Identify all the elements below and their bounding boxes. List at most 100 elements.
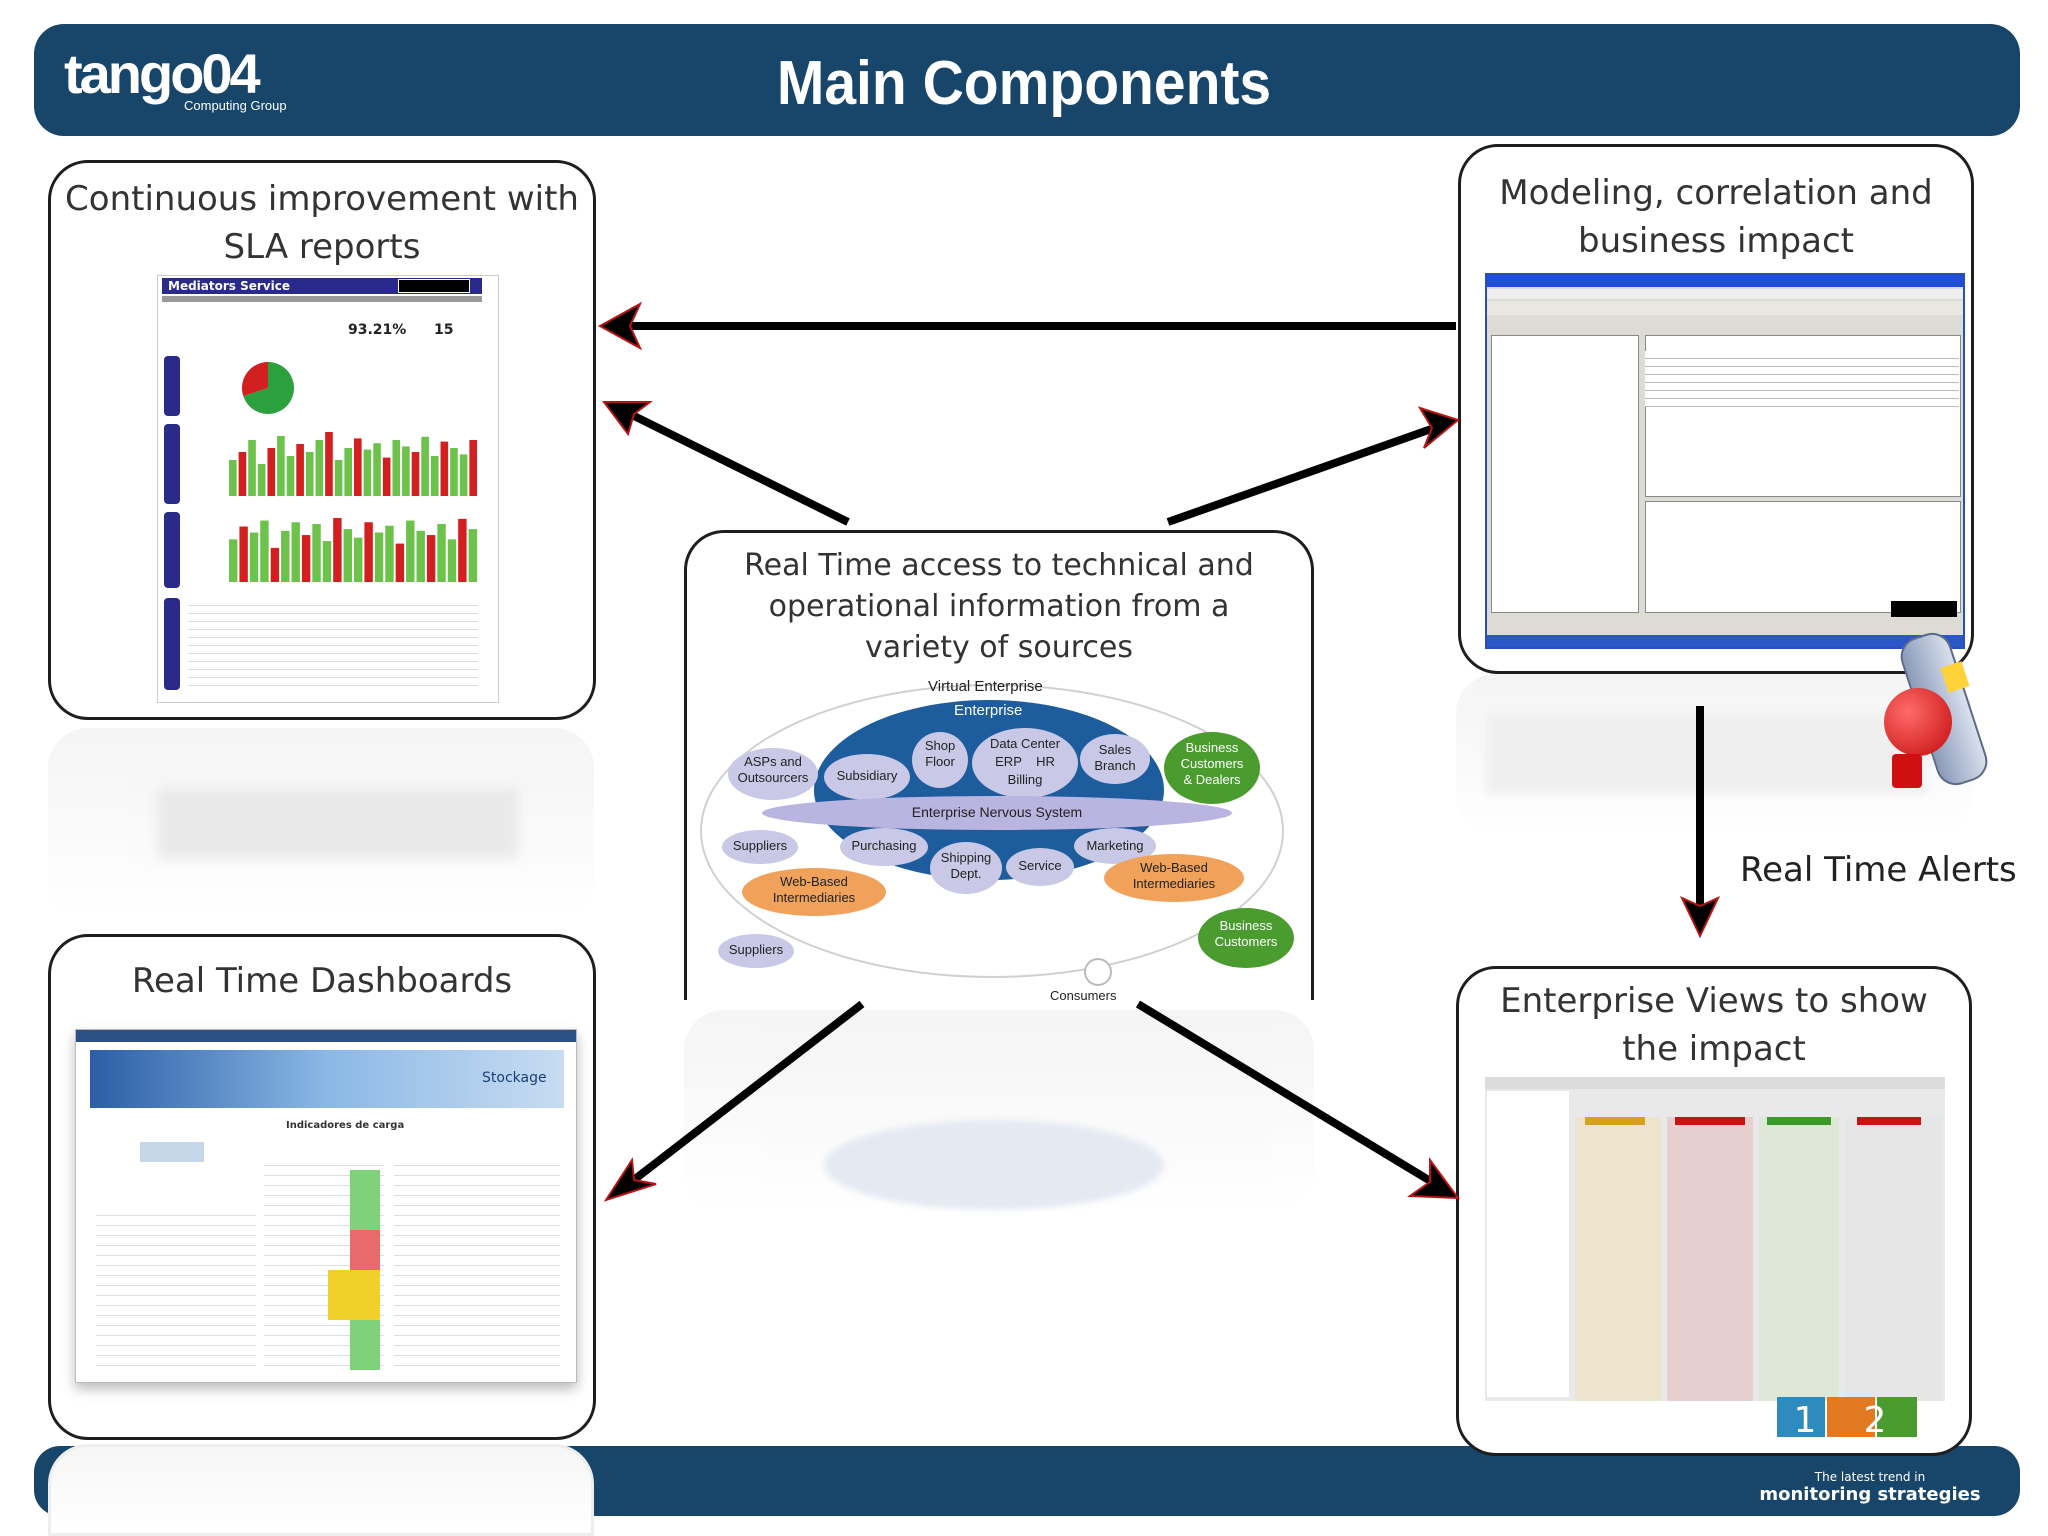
logo-subtitle: Computing Group bbox=[184, 98, 287, 113]
dashboard-reflection bbox=[48, 1444, 594, 1536]
arrowhead-dashboards bbox=[603, 1157, 657, 1202]
marketing-label: Marketing bbox=[1086, 838, 1144, 853]
bar bbox=[430, 456, 439, 496]
bar bbox=[469, 440, 477, 496]
modeling-reflection bbox=[1456, 674, 1972, 834]
web-based-left-label-2: Intermediaries bbox=[772, 890, 856, 905]
asps-label-2: Outsourcers bbox=[737, 770, 809, 785]
bar bbox=[249, 532, 259, 582]
arrowhead-sla-mid bbox=[602, 401, 653, 437]
bar bbox=[373, 443, 381, 496]
dashboards-panel: Real Time Dashboards Stockage Indicadore… bbox=[48, 934, 596, 1440]
subsidiary-label: Subsidiary bbox=[836, 768, 898, 783]
bar bbox=[343, 529, 352, 582]
consumers-label: Consumers bbox=[1050, 988, 1117, 1003]
sla-reports-panel: Continuous improvement with SLA reports … bbox=[48, 160, 596, 720]
alarm-bell-phone-icon bbox=[1884, 627, 1994, 812]
bar bbox=[354, 438, 362, 496]
service-label: Service bbox=[1018, 858, 1062, 873]
data-center-label-1: Data Center bbox=[989, 736, 1061, 751]
bar bbox=[426, 535, 436, 582]
bar bbox=[277, 436, 285, 496]
bar bbox=[385, 525, 394, 582]
sales-branch-label-1: Sales bbox=[1098, 742, 1132, 757]
virtual-enterprise-ellipse bbox=[700, 684, 1284, 978]
sla-panel-title-line2: SLA reports bbox=[223, 227, 421, 267]
sla-report-screenshot: Mediators Service 93.21% 15 bbox=[157, 275, 499, 703]
bar bbox=[364, 522, 373, 582]
web-based-right-node bbox=[1104, 854, 1244, 902]
purchasing-label: Purchasing bbox=[851, 838, 917, 853]
views-panel-title-line1: Enterprise Views to show bbox=[1500, 981, 1928, 1021]
sales-branch-node bbox=[1080, 734, 1150, 784]
enterprise-label: Enterprise bbox=[954, 702, 1023, 719]
sla-pie-chart bbox=[242, 362, 294, 414]
bar bbox=[312, 523, 321, 582]
asps-node bbox=[728, 748, 818, 800]
suppliers-label-1: Suppliers bbox=[732, 838, 788, 853]
purchasing-node bbox=[840, 828, 928, 866]
bar bbox=[322, 541, 332, 582]
bar bbox=[305, 452, 314, 496]
bar bbox=[334, 460, 343, 496]
bar bbox=[395, 543, 405, 582]
web-based-right-label-2: Intermediaries bbox=[1132, 876, 1216, 891]
shipping-label-1: Shipping bbox=[940, 850, 992, 865]
bar bbox=[296, 444, 304, 496]
bar bbox=[344, 448, 352, 496]
consumer-face-icon bbox=[1084, 958, 1112, 986]
real-time-alerts-label: Real Time Alerts bbox=[1740, 850, 2017, 890]
bar bbox=[392, 440, 401, 496]
dashboards-panel-title: Real Time Dashboards bbox=[131, 961, 513, 1001]
bar bbox=[458, 518, 467, 582]
arrowhead-sla-top bbox=[597, 301, 643, 351]
page-title: Main Components bbox=[776, 49, 1272, 118]
web-based-right-label-1: Web-Based bbox=[1140, 860, 1208, 875]
web-based-left-label-1: Web-Based bbox=[780, 874, 848, 889]
bar bbox=[468, 529, 477, 582]
report-title: Mediators Service bbox=[168, 279, 290, 293]
bcd-label-1: Business bbox=[1185, 740, 1239, 755]
web-based-left-node bbox=[742, 868, 886, 916]
service-node bbox=[1006, 848, 1074, 886]
bar bbox=[402, 446, 410, 496]
pie-slice bbox=[243, 362, 294, 414]
arrowhead-alerts bbox=[1679, 895, 1721, 939]
arrow-center-to-views bbox=[1135, 1000, 1435, 1186]
bar bbox=[333, 518, 342, 582]
step-2-badge: 2 bbox=[1863, 1400, 1887, 1441]
enterprise-views-screenshot bbox=[1485, 1077, 1945, 1401]
suppliers-label-2: Suppliers bbox=[728, 942, 784, 957]
center-title-line1: Real Time access to technical and bbox=[744, 548, 1254, 583]
shipping-label-2: Dept. bbox=[950, 866, 982, 881]
shipping-node bbox=[930, 842, 1002, 894]
bar bbox=[382, 457, 391, 496]
bar bbox=[363, 449, 372, 496]
bcd-label-2: Customers bbox=[1180, 756, 1244, 771]
step-3-badge: 3 bbox=[1917, 1401, 1939, 1439]
bar bbox=[325, 432, 333, 496]
sla-bar-chart-1 bbox=[229, 432, 477, 496]
bar bbox=[447, 539, 457, 582]
views-panel-title-line2: the impact bbox=[1622, 1029, 1806, 1069]
sla-bar-chart-2 bbox=[229, 518, 477, 582]
bar bbox=[421, 436, 429, 496]
business-customers-label-1: Business bbox=[1219, 918, 1273, 933]
bcd-label-3: & Dealers bbox=[1183, 772, 1241, 787]
suppliers-node-2 bbox=[718, 934, 794, 968]
bar bbox=[270, 547, 280, 582]
report-value: 93.21% bbox=[348, 322, 407, 338]
asps-label-1: ASPs and bbox=[744, 754, 802, 769]
bar bbox=[459, 454, 468, 496]
header-bar bbox=[34, 24, 2020, 136]
data-center-node bbox=[972, 728, 1078, 798]
bar bbox=[354, 537, 363, 582]
bar bbox=[437, 523, 446, 582]
subsidiary-node bbox=[824, 754, 910, 800]
bar bbox=[416, 530, 425, 582]
report-count: 15 bbox=[434, 322, 454, 338]
business-customers-label-2: Customers bbox=[1214, 934, 1278, 949]
bar bbox=[286, 456, 295, 496]
bar bbox=[248, 440, 256, 496]
